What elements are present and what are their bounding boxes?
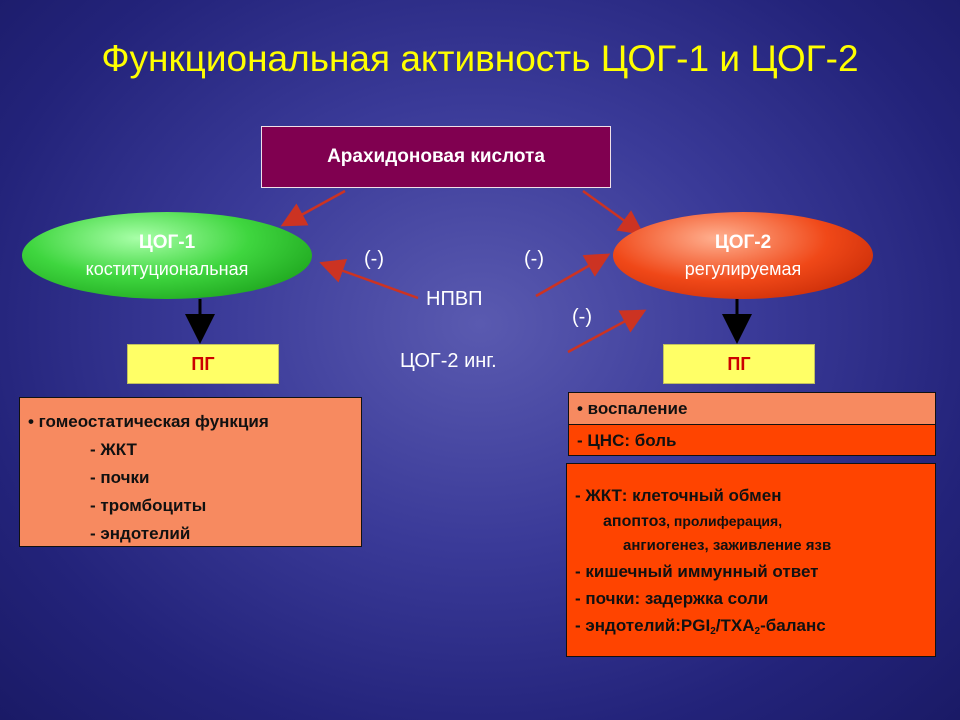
- homeostatic-heading: • гомеостатическая функция: [28, 412, 269, 431]
- cox2-subtitle: регулируемая: [684, 258, 802, 279]
- list-item: - почки: [90, 468, 150, 487]
- cox2-functions-panel: - ЖКТ: клеточный обмен апоптоз, пролифер…: [566, 463, 936, 657]
- slide-title: Функциональная активность ЦОГ-1 и ЦОГ-2: [101, 38, 859, 79]
- arrow-inh-to-cox2: [567, 309, 647, 354]
- arrow-npvp-to-cox2: [535, 253, 611, 298]
- apoptosis-line: апоптоз, пролиферация,: [603, 513, 783, 530]
- list-item: - эндотелий: [90, 524, 191, 543]
- list-item: - тромбоциты: [90, 496, 207, 515]
- cox1-functions-panel: • гомеостатическая функция - ЖКТ - почки…: [19, 397, 362, 547]
- cox2-ellipse: ЦОГ-2 регулируемая: [613, 212, 873, 299]
- gi-line: - ЖКТ: клеточный обмен: [575, 486, 782, 505]
- kidney-line: - почки: задержка соли: [575, 589, 769, 608]
- inhibition-mark-3: (-): [572, 306, 592, 328]
- inhibition-mark-2: (-): [524, 248, 544, 270]
- cox2-inhibitor-label: ЦОГ-2 инг.: [400, 350, 497, 372]
- list-item: - ЖКТ: [90, 440, 137, 459]
- arrow-npvp-to-cox1: [319, 259, 419, 300]
- immune-line: - кишечный иммунный ответ: [575, 562, 819, 581]
- angiogenesis-line: ангиогенез, заживление язв: [623, 537, 832, 554]
- cox1-name: ЦОГ-1: [138, 231, 196, 253]
- cox2-name: ЦОГ-2: [714, 231, 772, 253]
- pg-left-box: ПГ: [127, 344, 279, 384]
- inhibition-mark-1: (-): [364, 248, 384, 270]
- cox1-ellipse: ЦОГ-1 коституциональная: [22, 212, 312, 299]
- cox1-subtitle: коституциональная: [85, 258, 249, 279]
- npvp-label: НПВП: [426, 288, 483, 310]
- inflammation-box: • воспаление: [568, 392, 936, 426]
- pg-right-box: ПГ: [663, 344, 815, 384]
- cns-pain-box: - ЦНС: боль: [568, 424, 936, 456]
- arrow-acid-to-cox2: [582, 189, 645, 235]
- arrow-acid-to-cox1: [280, 189, 346, 227]
- arachidonic-acid-box: Арахидоновая кислота: [261, 126, 611, 188]
- endothelium-line: - эндотелий:PGI2/TXA2-баланс: [575, 616, 826, 637]
